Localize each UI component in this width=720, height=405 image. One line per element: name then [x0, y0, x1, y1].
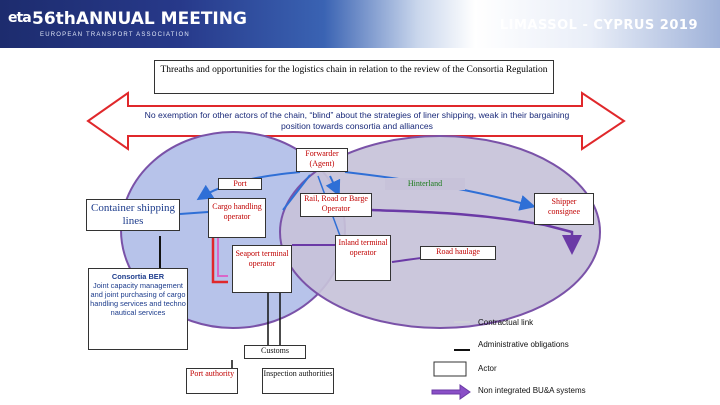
seaport-terminal-box: Seaport terminal operator — [232, 245, 292, 293]
rail-road-box: Rail, Road or Barge Operator — [300, 193, 372, 217]
meeting-subtitle: EUROPEAN TRANSPORT ASSOCIATION — [40, 32, 190, 38]
legend-non-integrated: Non integrated BU&A systems — [478, 386, 586, 395]
eta-logo: eta — [8, 10, 32, 26]
arrow-text: No exemption for other actors of the cha… — [144, 110, 570, 131]
container-lines-box: Container shipping lines — [86, 199, 180, 231]
inland-terminal-box: Inland terminal operator — [335, 235, 391, 281]
hinterland-label: Hinterland — [385, 178, 465, 190]
road-haulage-box: Road haulage — [420, 246, 496, 260]
consortia-description: Joint capacity management and joint purc… — [90, 280, 186, 317]
consortia-label: Consortia BER — [111, 272, 165, 281]
port-label: Port — [218, 178, 262, 190]
legend-contractual: Contractual link — [478, 318, 534, 327]
slide-title: Threaths and opportunities for the logis… — [154, 60, 554, 94]
consortia-box: Consortia BER Joint capacity management … — [88, 268, 188, 350]
legend-administrative: Administrative obligations — [478, 340, 569, 349]
inspection-box: Inspection authorities — [262, 368, 334, 394]
forwarder-box: Forwarder (Agent) — [296, 148, 348, 172]
port-authority-box: Port authority — [186, 368, 238, 394]
cargo-handling-box: Cargo handling operator — [208, 198, 266, 238]
legend-actor: Actor — [478, 364, 497, 373]
shipper-box: Shipper consignee — [534, 193, 594, 225]
meeting-location: LIMASSOL - CYPRUS 2019 — [499, 18, 698, 33]
customs-box: Customs — [244, 345, 306, 359]
header-banner: eta 56thANNUAL MEETING EUROPEAN TRANSPOR… — [0, 0, 720, 48]
meeting-title: 56thANNUAL MEETING — [32, 9, 247, 29]
